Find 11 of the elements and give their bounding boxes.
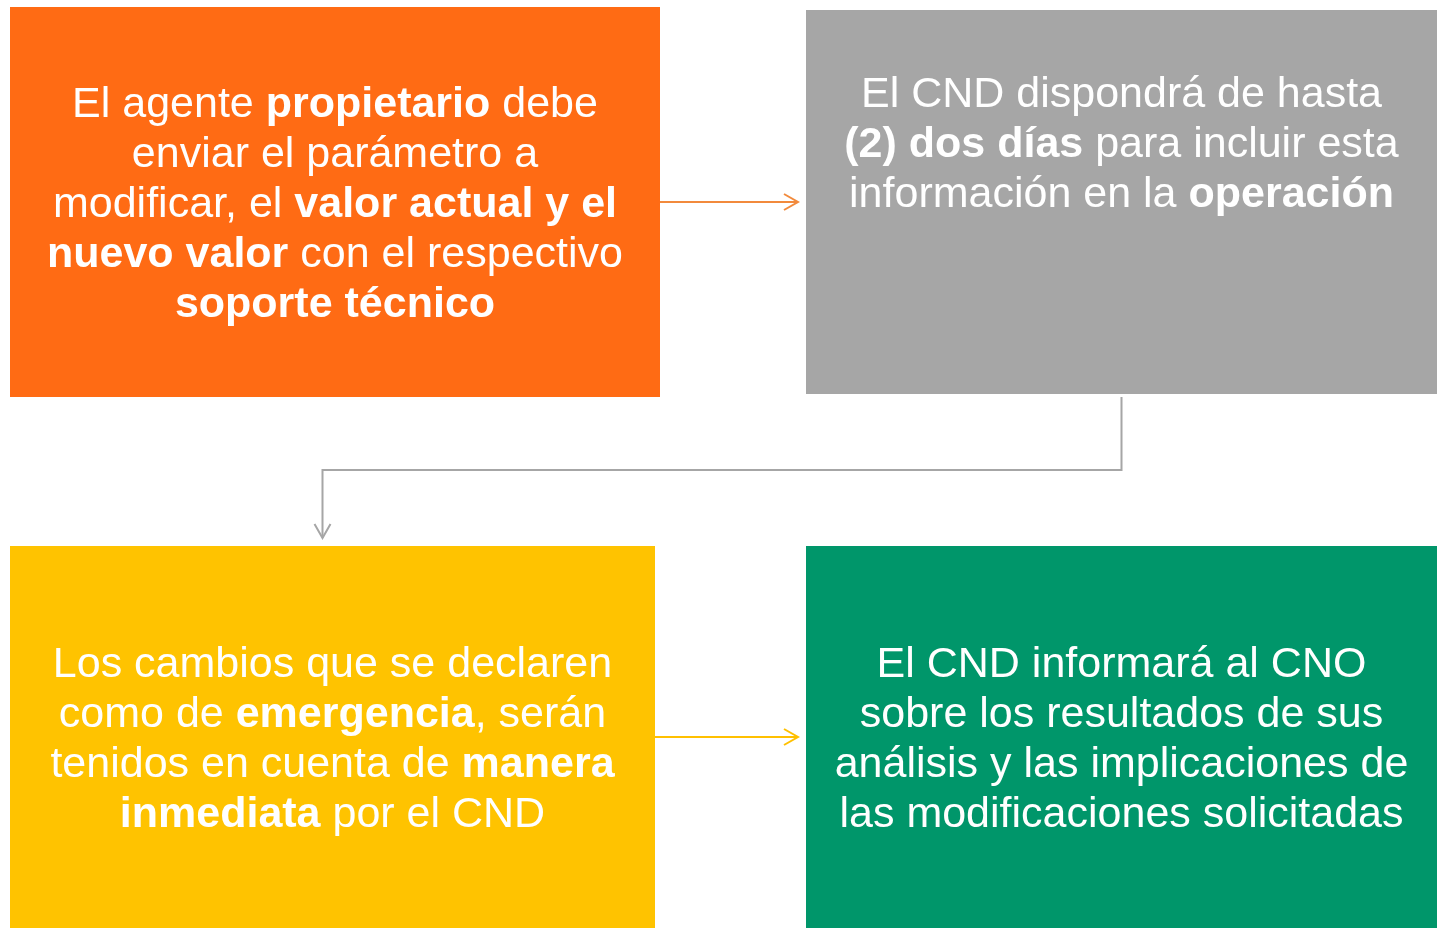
- arrow: [659, 193, 799, 211]
- process-box: [10, 7, 660, 397]
- box-text: El CND informará al CNO sobre los resultados de sus análisis y las implicaciones de las modificaciones solicitadas: [833, 637, 1410, 837]
- process-box: [806, 546, 1437, 928]
- box-text: Los cambios que se declaren como de emergencia, serán tenidos en cuenta de manera inmediata por el CND: [49, 637, 616, 837]
- box-text: El CND dispondrá de hasta (2) dos días para incluir esta información en la operación: [843, 67, 1400, 217]
- process-box: [10, 546, 655, 928]
- process-box: [806, 10, 1437, 394]
- arrow: [654, 728, 799, 746]
- arrow: [313, 396, 1123, 539]
- box-text: El agente propietario debe enviar el parámetro a modificar, el valor actual y el nuevo valor con el respectivo soporte técnico: [46, 77, 624, 327]
